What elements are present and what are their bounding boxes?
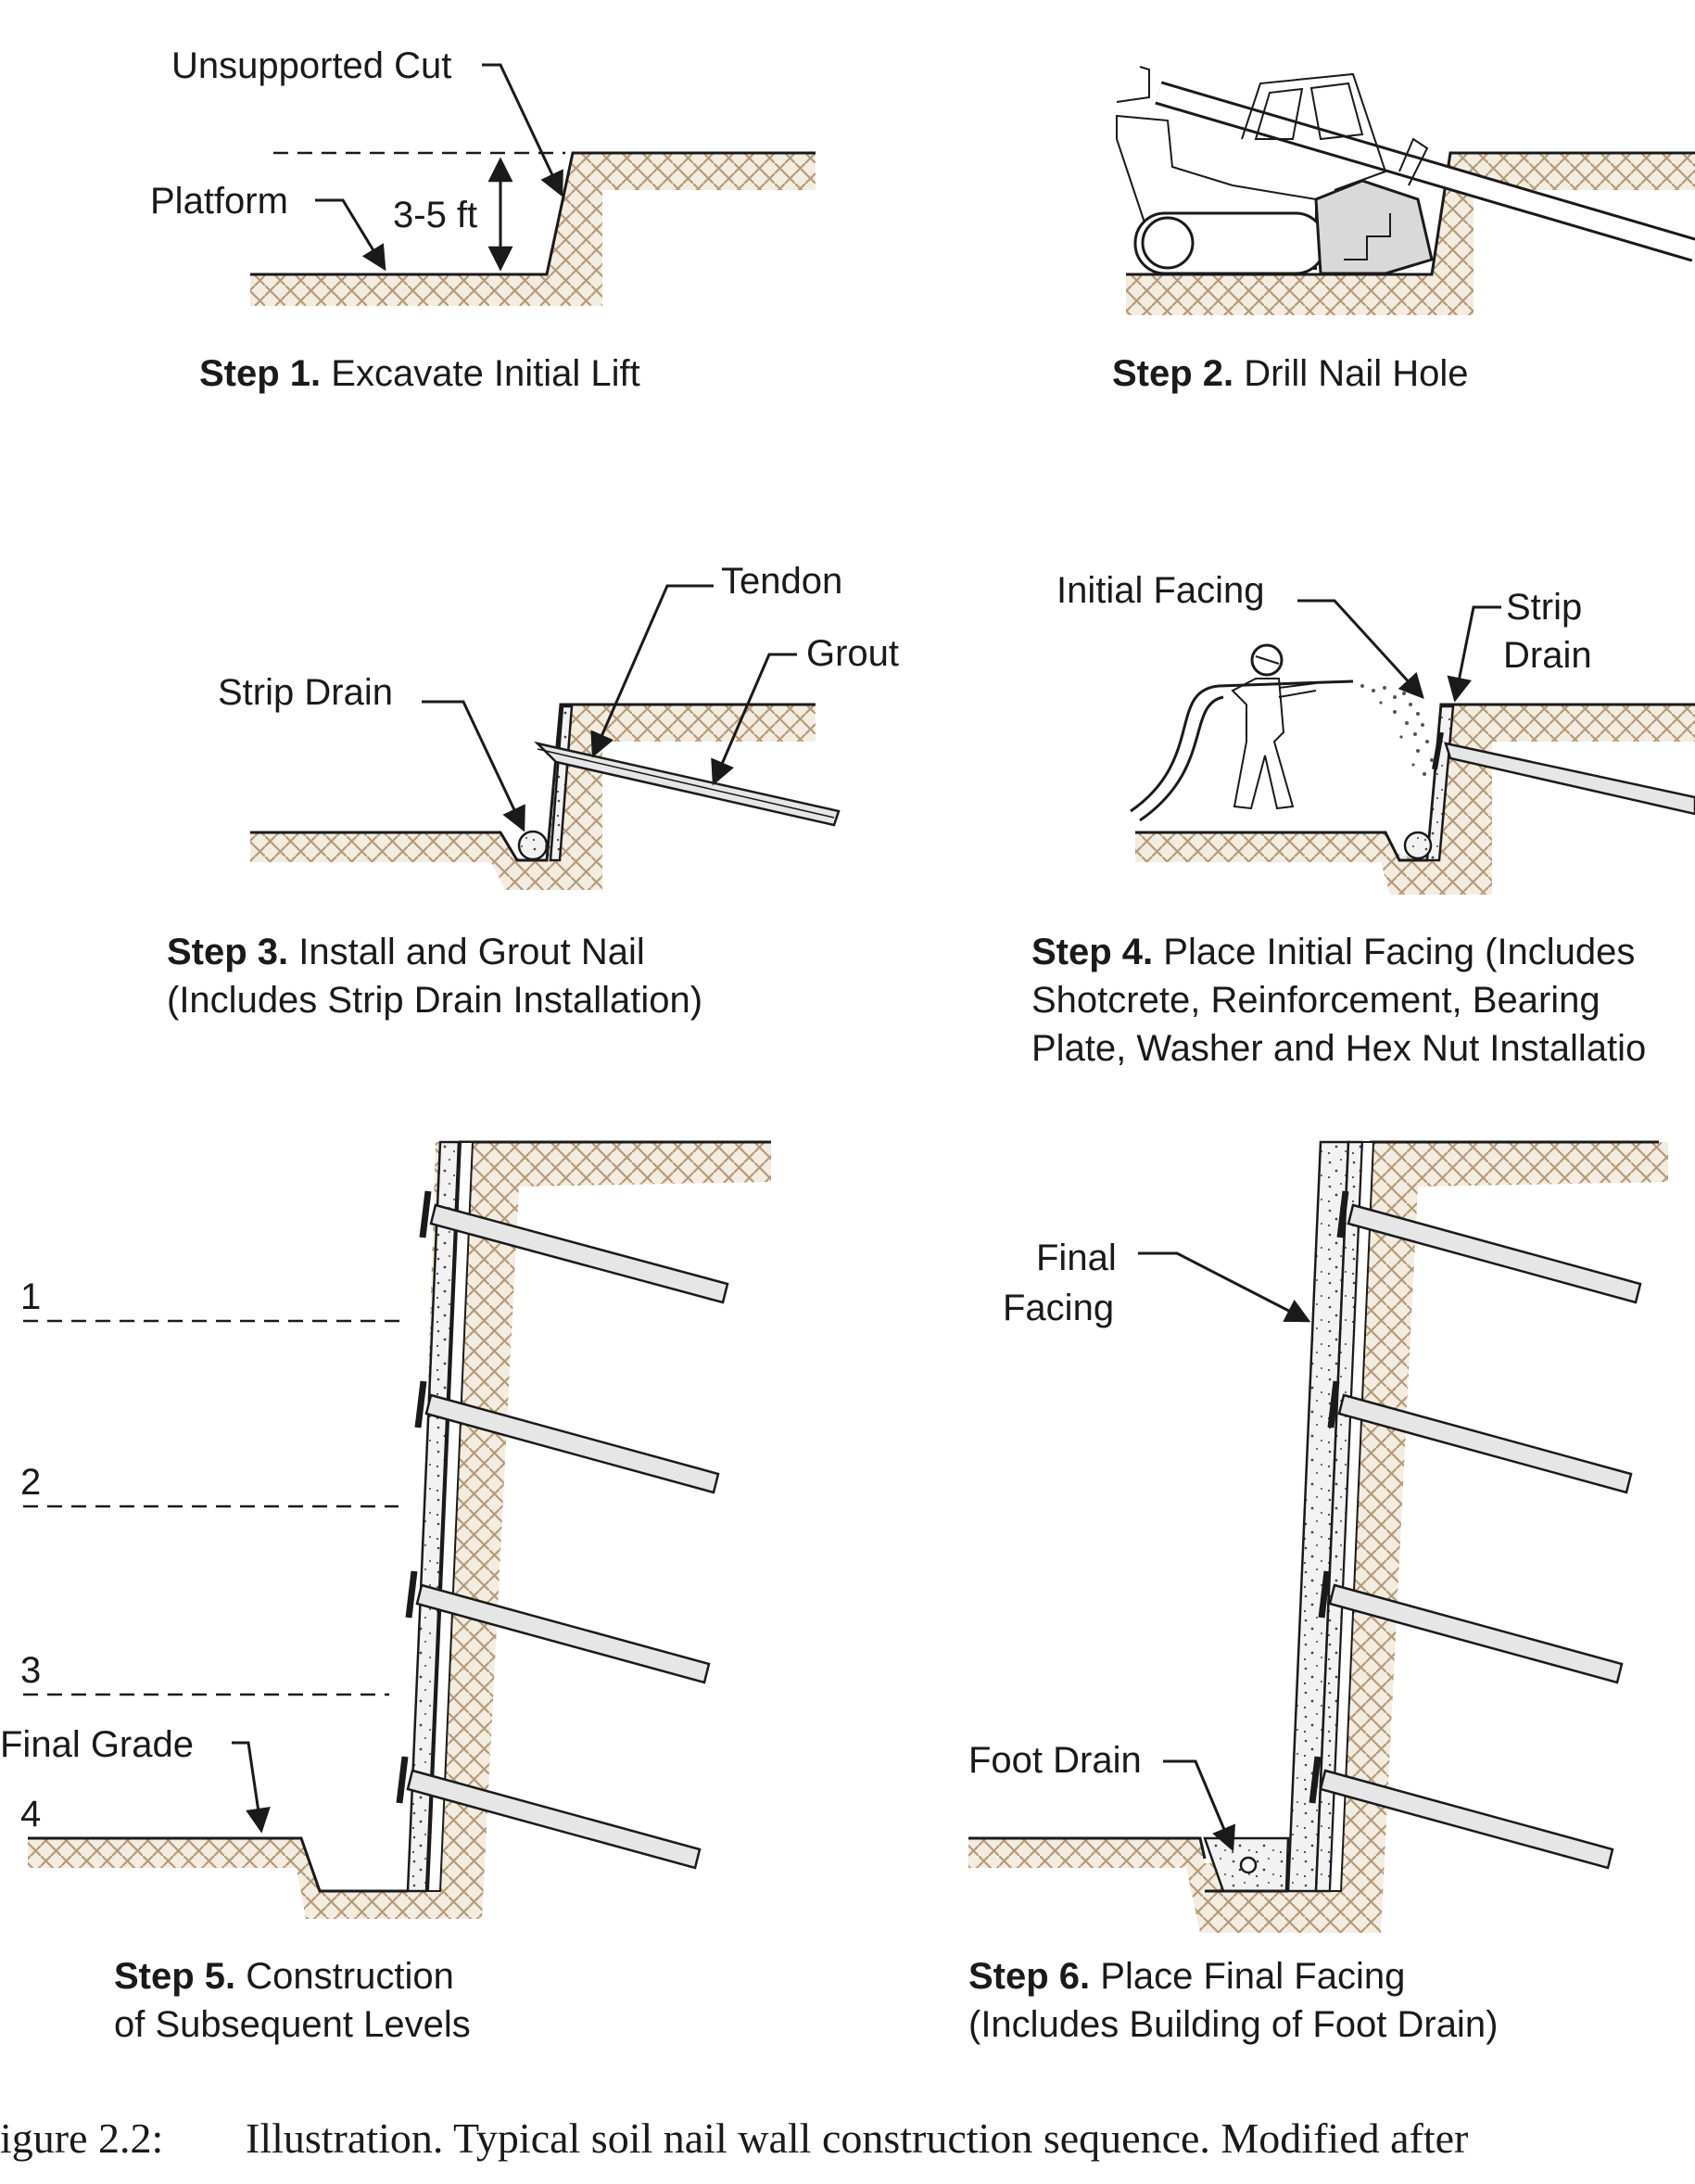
- step3-panel: Tendon Grout Strip Drain Step 3. Install…: [167, 561, 899, 1021]
- initial-facing-label: Initial Facing: [1056, 570, 1265, 611]
- step4-caption-line3: Plate, Washer and Hex Nut Installatio: [1031, 1028, 1646, 1069]
- step2-panel: Step 2. Drill Nail Hole: [1112, 66, 1695, 394]
- rig-cab: [1241, 72, 1387, 191]
- step5-ground-line: [28, 1140, 771, 1893]
- step6-panel: Final Facing Foot Drain Step 6. Place Fi…: [968, 1140, 1668, 2045]
- step5-nail-4: [396, 1756, 702, 1870]
- figure-caption: igure 2.2: Illustration. Typical soil na…: [0, 2114, 1468, 2162]
- step6-caption-line2: (Includes Building of Foot Drain): [968, 2004, 1498, 2045]
- grout-label: Grout: [806, 633, 899, 674]
- drain-label: Drain: [1503, 635, 1592, 676]
- shotcrete-spray: [1360, 684, 1434, 776]
- drill-head: [1314, 179, 1434, 275]
- step6-nail-3: [1318, 1570, 1624, 1684]
- foot-drain-leader: [1163, 1759, 1236, 1852]
- initial-facing-leader: [1297, 599, 1424, 699]
- track-wheel: [1141, 216, 1195, 270]
- final-grade-label: Final Grade: [0, 1724, 194, 1765]
- platform-label: Platform: [150, 181, 288, 222]
- step4-caption: Step 4. Place Initial Facing (Includes: [1031, 932, 1635, 972]
- step6-nail-1: [1336, 1190, 1642, 1304]
- step6-ground-line: [968, 1140, 1659, 1860]
- step1-ground-line: [250, 151, 816, 276]
- step3-soil: [250, 705, 816, 890]
- step5-soil: [28, 1142, 771, 1919]
- step3-caption-line2: (Includes Strip Drain Installation): [167, 980, 702, 1021]
- step5-caption-line2: of Subsequent Levels: [114, 2004, 471, 2045]
- strip-drain-leader-step4: [1447, 605, 1501, 703]
- worker-body: [1231, 678, 1295, 810]
- step5-nail-3: [405, 1570, 711, 1684]
- strip-drain-leader: [422, 700, 525, 832]
- step6-nail-2: [1327, 1380, 1633, 1494]
- step6-nail-4: [1309, 1756, 1614, 1870]
- facing-label: Facing: [1003, 1288, 1114, 1328]
- step6-drainage-strip: [1328, 1141, 1375, 1892]
- step2-caption: Step 2. Drill Nail Hole: [1112, 353, 1469, 394]
- strip-label: Strip: [1506, 587, 1582, 628]
- foot-drain-label: Foot Drain: [968, 1740, 1142, 1781]
- step5-nail-1: [419, 1190, 729, 1304]
- worker-figure: [1130, 643, 1354, 822]
- step3-caption: Step 3. Install and Grout Nail: [167, 932, 645, 972]
- step5-caption: Step 5. Construction: [114, 1956, 454, 1997]
- step4-caption-line2: Shotcrete, Reinforcement, Bearing: [1031, 980, 1600, 1021]
- unsupported-cut-label: Unsupported Cut: [171, 45, 451, 86]
- figure-caption-text: Illustration. Typical soil nail wall con…: [246, 2114, 1468, 2162]
- step5-drainage-strip: [426, 1141, 474, 1892]
- step5-nail-2: [414, 1380, 720, 1494]
- step4-soil: [1135, 705, 1695, 895]
- tendon-leader: [590, 584, 714, 758]
- platform-leader: [315, 198, 386, 272]
- figure-number: igure 2.2:: [0, 2114, 163, 2162]
- step1-soil: [250, 153, 816, 306]
- step4-panel: Initial Facing Strip Drain Step 4. Place…: [1031, 570, 1695, 1069]
- tendon-label: Tendon: [721, 561, 842, 602]
- shotcrete-hose: [1130, 684, 1220, 813]
- level-3-label: 3: [20, 1650, 41, 1691]
- shotcrete-nozzle: [1218, 679, 1354, 688]
- step3-strip-drain-pipe: [517, 830, 549, 861]
- step6-caption: Step 6. Place Final Facing: [968, 1956, 1405, 1997]
- step5-facing: [406, 1140, 461, 1893]
- step4-nail: [1444, 742, 1695, 816]
- strip-drain-label: Strip Drain: [218, 672, 393, 713]
- drill-rig: [1116, 66, 1695, 275]
- level-1-label: 1: [20, 1276, 41, 1317]
- height-label: 3-5 ft: [393, 195, 477, 235]
- foot-drain-pipe: [1239, 1856, 1258, 1874]
- unsupported-cut-leader: [482, 63, 563, 197]
- step1-caption: Step 1. Excavate Initial Lift: [199, 353, 640, 394]
- final-grade-leader: [232, 1741, 271, 1834]
- step5-panel: 1 2 3 4 Final Grade Step 5. Construction…: [0, 1140, 771, 2045]
- grout-leader: [711, 653, 797, 786]
- final-label: Final: [1036, 1238, 1117, 1278]
- bearing-plate: [1432, 731, 1444, 770]
- level-2-label: 2: [20, 1462, 41, 1503]
- final-facing-leader: [1138, 1251, 1311, 1323]
- step4-ground-line: [1135, 703, 1695, 862]
- step1-panel: Unsupported Cut Platform 3-5 ft Step 1. …: [150, 45, 816, 394]
- level-4-label: 4: [20, 1794, 41, 1835]
- step4-strip-drain-pipe: [1403, 831, 1433, 860]
